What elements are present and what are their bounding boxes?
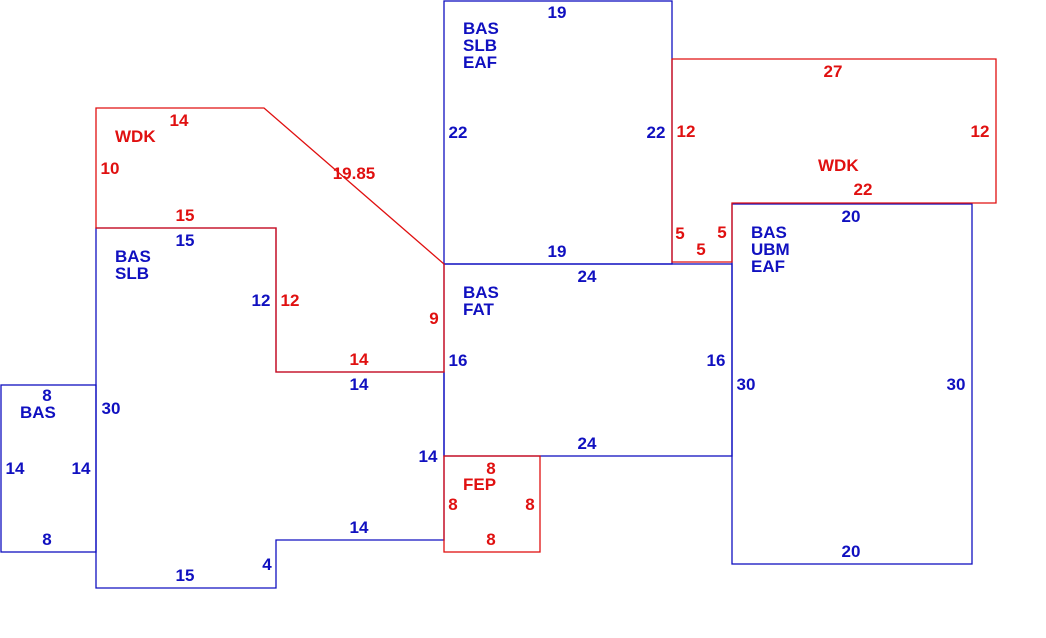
area-label: BAS xyxy=(115,247,151,266)
dimension-label: 24 xyxy=(578,267,597,286)
dimension-label: 12 xyxy=(281,291,300,310)
area-label: WDK xyxy=(818,156,859,175)
dimension-label: 4 xyxy=(262,555,272,574)
dimension-label: 14 xyxy=(350,350,369,369)
dimension-label: 14 xyxy=(72,459,91,478)
area-label: SLB xyxy=(115,264,149,283)
dimension-label: 5 xyxy=(717,223,726,242)
dimension-label: 20 xyxy=(842,207,861,226)
dimension-label: 8 xyxy=(525,495,534,514)
area-label: BAS xyxy=(751,223,787,242)
area-label: FAT xyxy=(463,300,494,319)
dimension-label: 15 xyxy=(176,206,195,225)
dimension-label: 8 xyxy=(486,459,495,478)
dimension-label: 30 xyxy=(737,375,756,394)
wdk-left-outline xyxy=(95,107,445,373)
bas-ubm-eaf-outline xyxy=(731,203,973,565)
dimension-label: 14 xyxy=(170,111,189,130)
dimension-label: 8 xyxy=(486,530,495,549)
outdoor-dimension-labels: 14 10 19.85 15 12 9 14 27 12 12 22 5 5 5… xyxy=(101,62,990,549)
dimension-label: 14 xyxy=(419,447,438,466)
dimension-label: 19 xyxy=(548,242,567,261)
dimension-label: 12 xyxy=(677,122,696,141)
area-label: BAS xyxy=(463,283,499,302)
dimension-label: 30 xyxy=(102,399,121,418)
dimension-label: 22 xyxy=(647,123,666,142)
dimension-label: 8 xyxy=(42,386,51,405)
area-label: EAF xyxy=(751,257,785,276)
dimension-label: 19 xyxy=(548,3,567,22)
fep-outline xyxy=(443,455,541,553)
dimension-label: 15 xyxy=(176,566,195,585)
area-label: WDK xyxy=(115,127,156,146)
dimension-label: 12 xyxy=(971,122,990,141)
area-label: UBM xyxy=(751,240,790,259)
dimension-label: 12 xyxy=(252,291,271,310)
dimension-label: 8 xyxy=(42,530,51,549)
dimension-label: 15 xyxy=(176,231,195,250)
dimension-label: 14 xyxy=(350,518,369,537)
dimension-label: 5 xyxy=(675,224,684,243)
area-label: SLB xyxy=(463,36,497,55)
dimension-label: 19.85 xyxy=(333,164,376,183)
dimension-label: 27 xyxy=(824,62,843,81)
dimension-label: 9 xyxy=(429,309,438,328)
area-label: BAS xyxy=(463,19,499,38)
area-labels: BAS BAS SLB BAS SLB EAF BAS FAT BAS UBM … xyxy=(20,19,859,494)
area-label: FEP xyxy=(463,475,496,494)
dimension-label: 16 xyxy=(449,351,468,370)
area-label: BAS xyxy=(20,403,56,422)
dimension-label: 10 xyxy=(101,159,120,178)
wdk-right-outline xyxy=(671,58,997,263)
dimension-label: 22 xyxy=(854,180,873,199)
living-dimension-labels: 8 14 14 8 15 30 12 14 15 4 14 14 19 22 2… xyxy=(6,3,966,585)
dimension-label: 16 xyxy=(707,351,726,370)
dimension-label: 20 xyxy=(842,542,861,561)
dimension-label: 24 xyxy=(578,434,597,453)
outdoor-area-outlines xyxy=(95,58,997,553)
dimension-label: 14 xyxy=(6,459,25,478)
dimension-label: 30 xyxy=(947,375,966,394)
area-label: EAF xyxy=(463,53,497,72)
dimension-label: 5 xyxy=(696,240,705,259)
dimension-label: 22 xyxy=(449,123,468,142)
dimension-label: 14 xyxy=(350,375,369,394)
dimension-label: 8 xyxy=(448,495,457,514)
